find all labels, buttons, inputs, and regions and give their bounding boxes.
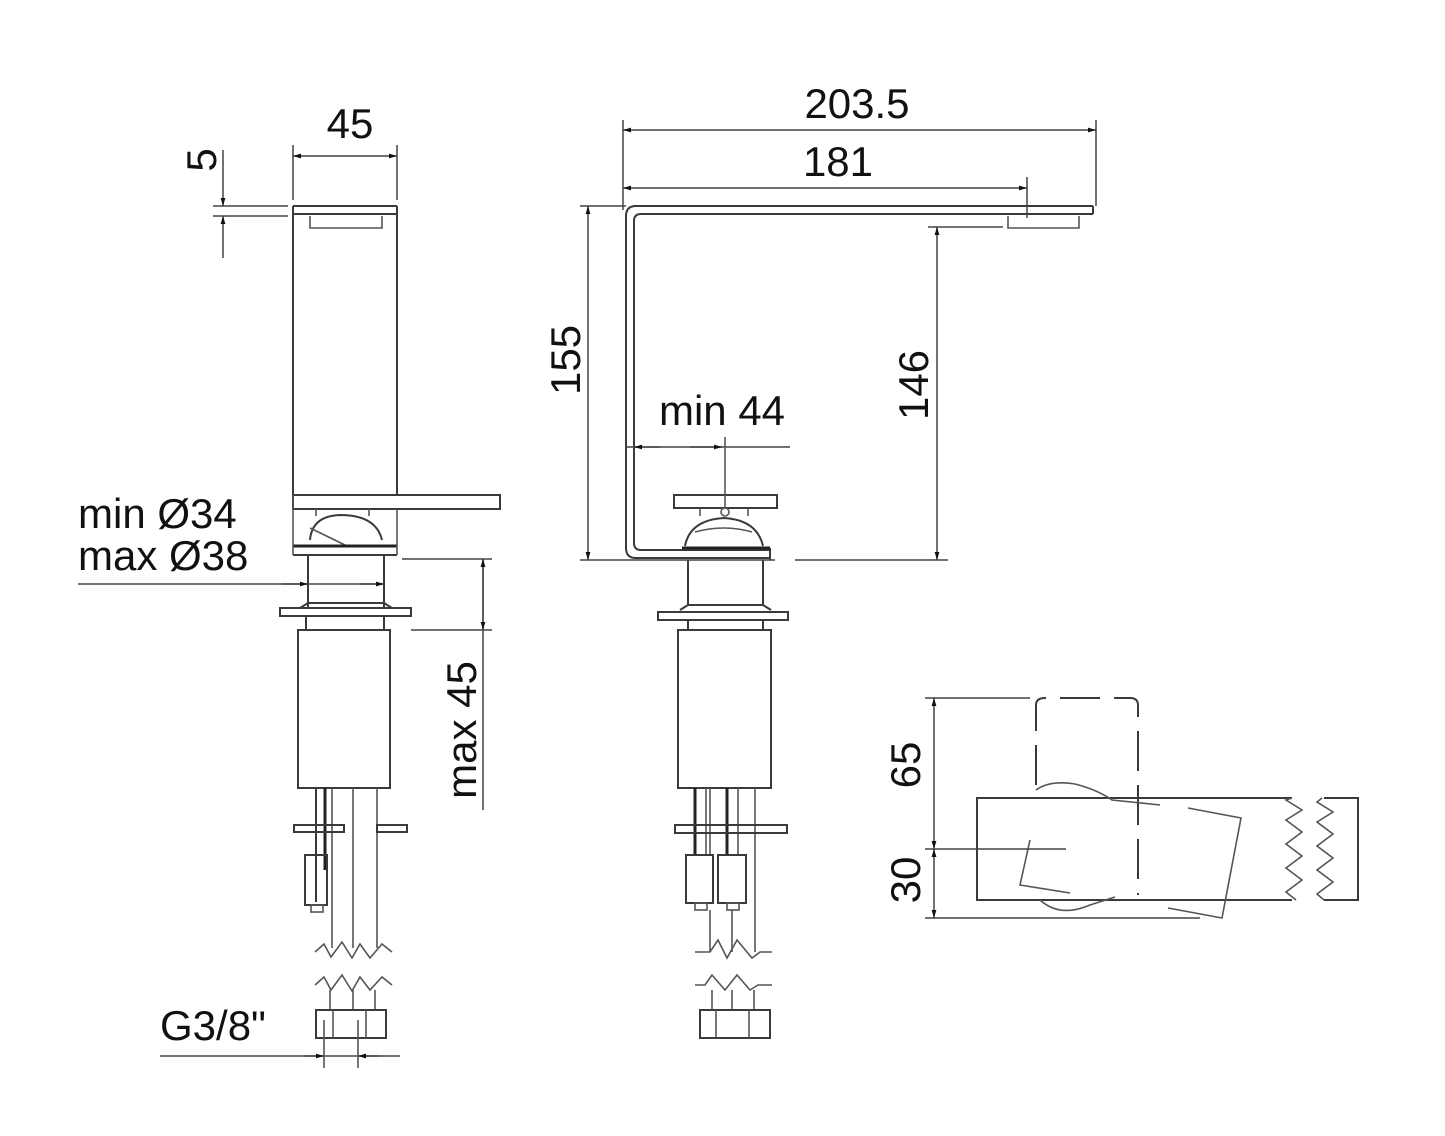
dimension-overall-height: 155 [542,205,775,561]
front-body [292,205,398,495]
spout-reach-label: 181 [803,138,873,185]
side-spout [625,205,1094,560]
front-view: 45 5 min Ø34 max Ø38 max 45 [78,100,501,1068]
min-clearance-label: min 44 [659,387,785,434]
dimension-connection: G3/8" [160,1002,400,1068]
hole-max-label: max Ø38 [78,532,248,579]
plan-view: 65 30 [882,697,1359,919]
plan-lever-positions [1019,697,1242,919]
front-lever [292,494,501,556]
dimension-width-45: 45 [292,100,398,200]
spout-height-label: 146 [890,350,937,420]
overall-height-label: 155 [542,325,589,395]
connection-label: G3/8" [160,1002,266,1049]
side-hoses [674,788,788,1039]
hole-min-label: min Ø34 [78,490,237,537]
deck-thickness-label: max 45 [438,661,485,799]
plate-thickness-label: 5 [178,148,225,171]
dimension-overall-length: 203.5 [622,80,1097,210]
dimension-min-clearance: min 44 [626,387,790,508]
dimension-plan-30: 30 [882,848,1200,919]
front-hoses [293,788,408,1039]
plan-upper-label: 65 [882,742,929,789]
side-shank [657,560,789,789]
dimension-hole-diameter: min Ø34 max Ø38 [78,490,384,587]
dimension-plate-5: 5 [178,148,288,258]
side-view: 203.5 181 155 146 min 44 [542,80,1097,1039]
dimension-deck-max-45: max 45 [402,558,492,810]
dimension-spout-reach: 181 [623,138,1028,218]
width-label: 45 [327,100,374,147]
front-shank [279,555,412,789]
overall-length-label: 203.5 [804,80,909,127]
plan-lower-label: 30 [882,857,929,904]
dimension-spout-height: 146 [795,226,1003,561]
dimension-plan-65: 65 [882,697,1030,849]
